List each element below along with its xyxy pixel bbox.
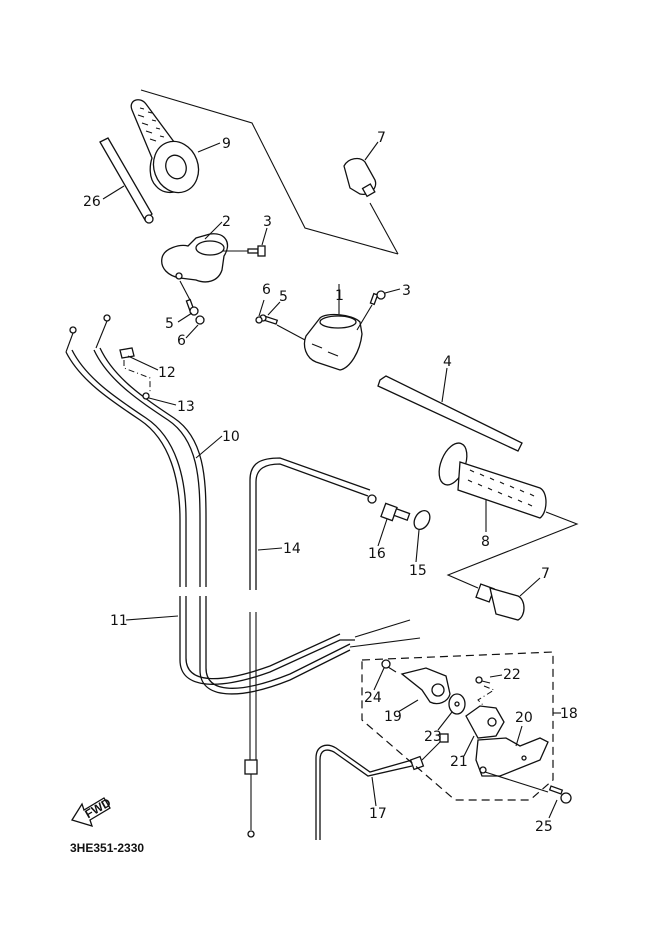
guide-line-weight <box>369 202 399 255</box>
callout-19: 19 <box>384 709 402 725</box>
callout-5-right: 5 <box>279 289 288 305</box>
part-switch-housing-left[interactable] <box>161 233 229 283</box>
leader-3-right <box>384 288 401 294</box>
leader-5-left <box>177 312 193 323</box>
callout-16: 16 <box>368 546 386 562</box>
part-adjuster[interactable] <box>380 502 411 522</box>
fwd-label: FWD <box>83 795 114 821</box>
part-screw-5-left[interactable] <box>185 298 199 316</box>
part-screw-3-left[interactable] <box>247 245 266 257</box>
part-clutch-cable[interactable] <box>244 457 377 838</box>
callout-13: 13 <box>177 399 195 415</box>
callout-3-left: 3 <box>263 214 272 230</box>
callout-7-bottom: 7 <box>541 566 550 582</box>
callout-25: 25 <box>535 819 553 835</box>
leader-14 <box>257 547 283 551</box>
part-lever[interactable] <box>400 667 451 705</box>
callout-11: 11 <box>110 613 128 629</box>
leader-12 <box>127 355 159 371</box>
part-throttle-grip-tube[interactable] <box>377 375 523 452</box>
part-nut-6-right[interactable] <box>255 316 263 324</box>
leader-15 <box>415 529 420 563</box>
leader-7-top <box>364 141 379 161</box>
part-throttle-cables[interactable] <box>65 314 421 695</box>
leader-26 <box>102 185 125 200</box>
callout-3-right: 3 <box>402 283 411 299</box>
part-starter-cable[interactable] <box>315 733 449 840</box>
callout-6-left: 6 <box>177 333 186 349</box>
callout-20: 20 <box>515 710 533 726</box>
part-bracket[interactable] <box>475 737 549 777</box>
callout-26: 26 <box>83 194 101 210</box>
callout-22: 22 <box>503 667 521 683</box>
part-screw-13[interactable] <box>142 392 150 400</box>
part-cable-cover[interactable] <box>119 347 135 359</box>
leader-19 <box>397 699 419 713</box>
leader-22-axis <box>477 685 496 707</box>
part-screw-22[interactable] <box>475 676 491 684</box>
leader-25 <box>548 799 558 819</box>
leader-20 <box>515 725 523 747</box>
leader-3-left <box>261 227 268 246</box>
part-balancer-weight-bottom[interactable] <box>475 583 525 621</box>
part-bolt-25[interactable] <box>548 785 572 804</box>
leader-10 <box>195 435 223 459</box>
callout-14: 14 <box>283 541 301 557</box>
leader-6-right <box>258 299 265 317</box>
part-throttle-grip[interactable] <box>130 99 205 199</box>
leader-3-right-axis <box>356 304 373 331</box>
fwd-arrow-icon: FWD <box>70 795 114 827</box>
part-holder[interactable] <box>465 705 505 739</box>
leader-2 <box>204 221 223 240</box>
callout-8: 8 <box>481 534 490 550</box>
leader-23 <box>437 711 453 731</box>
leader-13 <box>148 397 177 406</box>
callout-15: 15 <box>409 563 427 579</box>
part-washer[interactable] <box>448 693 466 715</box>
part-nut-6-left[interactable] <box>195 315 205 325</box>
leader-25-axis <box>484 771 549 793</box>
callout-9: 9 <box>222 136 231 152</box>
callout-12: 12 <box>158 365 176 381</box>
leader-22 <box>489 674 503 678</box>
leader-17 <box>371 776 377 807</box>
callout-7-top: 7 <box>377 130 386 146</box>
part-handlebar-tube[interactable] <box>99 137 154 224</box>
diagram-code: 3HE351-2330 <box>70 841 144 855</box>
callout-21: 21 <box>450 754 468 770</box>
leader-6-left <box>185 324 199 339</box>
callout-10: 10 <box>222 429 240 445</box>
leader-9 <box>197 142 221 153</box>
part-locknut[interactable] <box>411 508 433 532</box>
guide-line-grip-to-weight-bottom <box>446 511 579 589</box>
leader-24 <box>373 667 385 691</box>
callout-17: 17 <box>369 806 387 822</box>
leader-5-left-axis <box>179 280 191 301</box>
leader-7-bottom <box>519 577 541 597</box>
leader-16 <box>377 518 388 547</box>
leader-21 <box>463 735 475 757</box>
leader-5-right <box>267 301 281 316</box>
callout-24: 24 <box>364 690 382 706</box>
part-balancer-weight-top[interactable] <box>343 157 377 198</box>
leader-5-right-axis <box>276 324 306 341</box>
part-screw-24[interactable] <box>381 659 397 673</box>
leader-11 <box>125 615 179 621</box>
callout-1: 1 <box>335 288 344 304</box>
leader-12-bracket <box>123 360 151 392</box>
part-grip[interactable] <box>434 439 547 519</box>
callout-2: 2 <box>222 214 231 230</box>
callout-18: 18 <box>560 706 578 722</box>
assembly-boundary <box>361 651 554 801</box>
part-screw-3-right[interactable] <box>369 290 386 306</box>
callout-4: 4 <box>443 354 452 370</box>
guide-line-grip-to-weight <box>140 89 399 255</box>
part-switch-housing-right[interactable] <box>303 313 363 371</box>
callout-6-right: 6 <box>262 282 271 298</box>
leader-4 <box>441 367 448 403</box>
callout-5-left: 5 <box>165 316 174 332</box>
callout-23: 23 <box>424 729 442 745</box>
